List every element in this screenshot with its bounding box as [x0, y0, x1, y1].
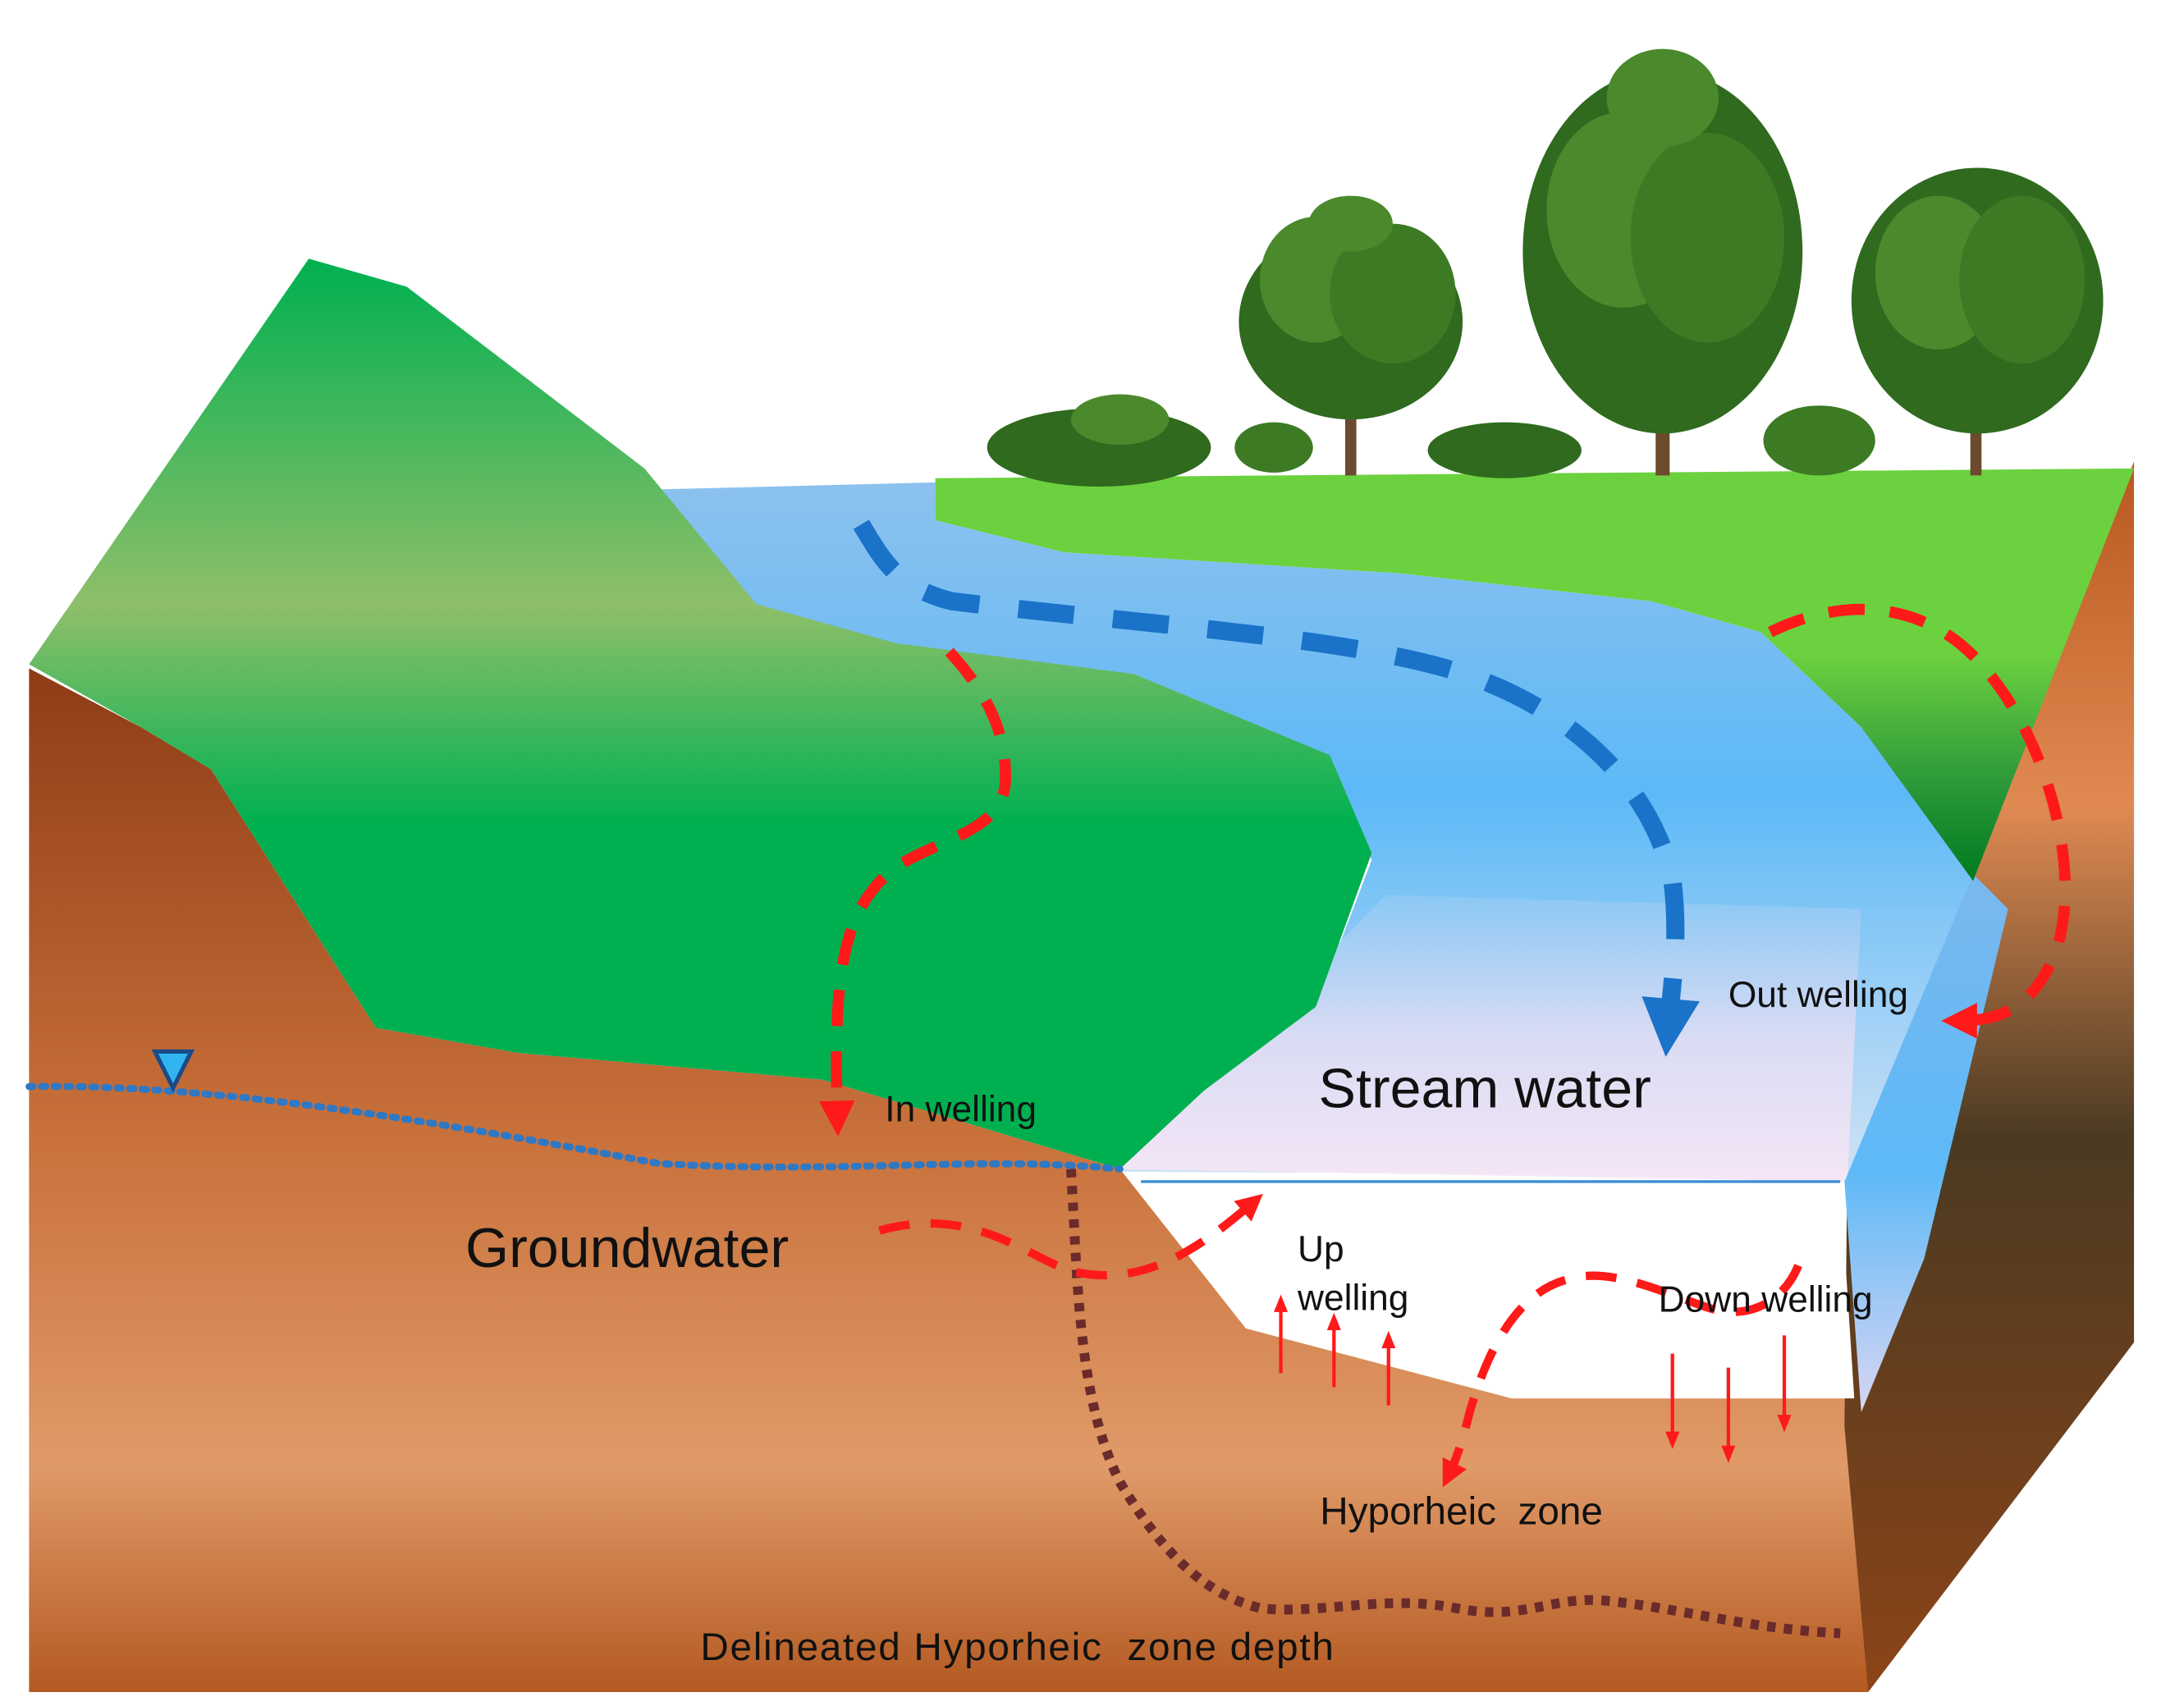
hyporheic-cavity	[1141, 1181, 1855, 1399]
in-welling-label: In welling	[885, 1090, 1037, 1130]
down-welling-label: Down welling	[1659, 1279, 1873, 1320]
delineated-depth-label: Delineated Hyporheic zone depth	[700, 1626, 1335, 1669]
groundwater-up-arrow	[878, 1193, 1263, 1280]
water-table-line	[25, 1082, 1124, 1173]
soil-front-face	[29, 668, 1869, 1692]
tree-icon	[1239, 195, 1463, 476]
hyporheic-loop-arrow	[1442, 1264, 1802, 1488]
out-welling-label: Out welling	[1728, 975, 1908, 1015]
trees	[987, 48, 2104, 487]
up-welling-label-line2: welling	[1297, 1278, 1408, 1319]
right-bank	[935, 468, 2135, 881]
hyporheic-depth-line	[1065, 1169, 1841, 1639]
tree-icon	[1234, 422, 1313, 473]
in-welling-arrow	[818, 647, 1011, 1137]
tree-icon	[1522, 48, 1803, 476]
water-table-triangle-icon	[151, 1049, 195, 1093]
left-hill	[29, 258, 1372, 1169]
soil-side-face	[1844, 461, 2135, 1692]
tree-icon	[1851, 167, 2104, 476]
hyporheic-zone-label: Hyporheic zone	[1320, 1489, 1603, 1533]
tree-icon	[1427, 422, 1582, 478]
stream-flow-arrow	[853, 519, 1700, 1057]
tree-icon	[1763, 405, 1875, 476]
tree-icon	[987, 394, 1211, 487]
groundwater-label: Groundwater	[465, 1217, 789, 1279]
down-welling-arrows	[1665, 1335, 1792, 1463]
up-welling-arrows	[1274, 1294, 1396, 1406]
up-welling-label-line1: Up	[1298, 1229, 1344, 1269]
stream-cross-section	[1119, 894, 1861, 1182]
stream-water-label: Stream water	[1319, 1058, 1651, 1120]
